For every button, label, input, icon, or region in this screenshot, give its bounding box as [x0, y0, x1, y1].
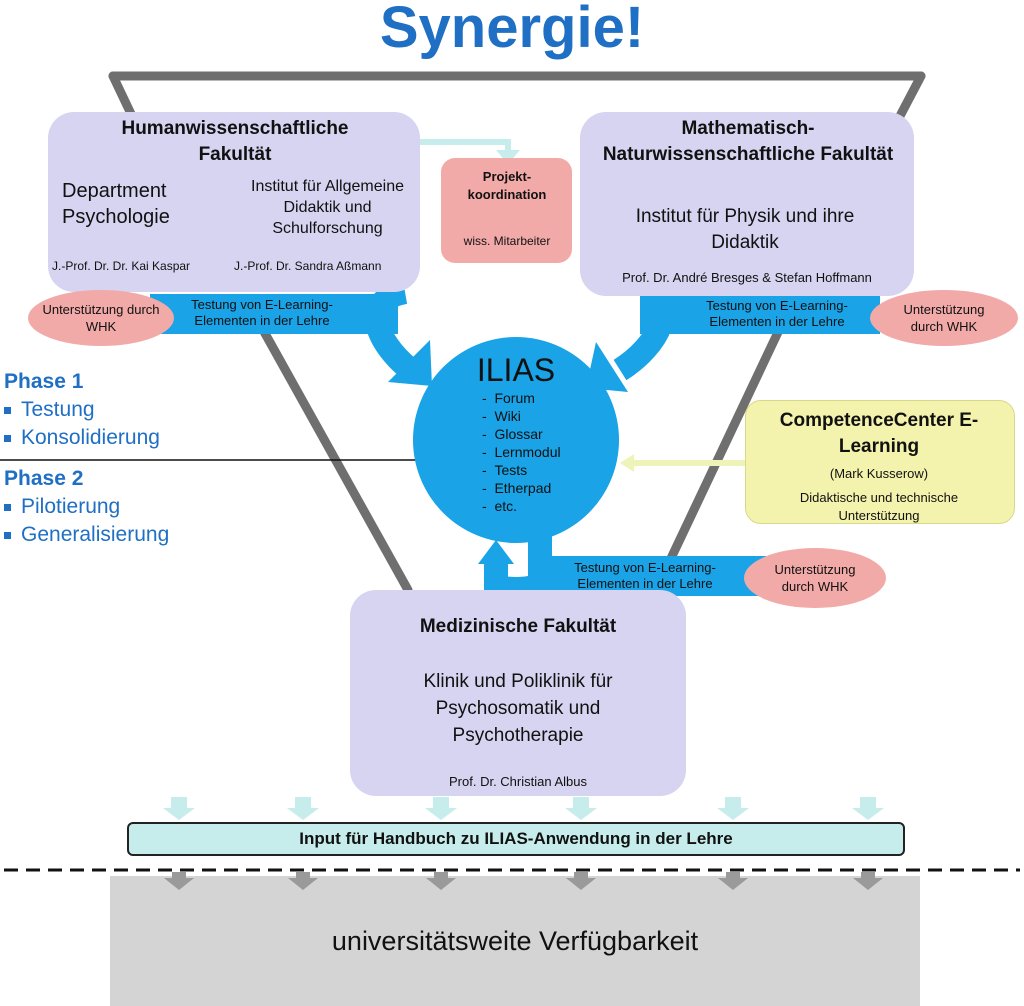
- competence-support: Didaktische und technische Unterstützung: [799, 490, 959, 523]
- left-curved-arrow: [364, 280, 417, 378]
- human-right-person: J.-Prof. Dr. Sandra Aßmann: [234, 259, 382, 273]
- competence-box: [745, 400, 1015, 524]
- input-arrows: [163, 797, 884, 820]
- availability-text: universitätsweite Verfügbarkeit: [331, 926, 699, 956]
- human-left-person: J.-Prof. Dr. Dr. Kai Kaspar: [52, 259, 191, 273]
- math-unit: Institut für Physik und ihre Didaktik: [635, 206, 855, 253]
- coordination-arrow-head: [496, 150, 520, 164]
- right-testing-band: [640, 294, 880, 334]
- bottom-curved-arrow-stem: [484, 560, 508, 592]
- human-right-unit: Institut für Allgemeine Didaktik und Sch…: [251, 178, 404, 237]
- right-testing-text: Testung von E-Learning-Elementen in der …: [706, 298, 848, 329]
- human-faculty-title: Humanwissenschaftliche Fakultät: [121, 118, 349, 165]
- funnel-outline: [108, 71, 926, 595]
- list-item: Pilotierung: [4, 495, 169, 519]
- list-item: - Glossar: [482, 426, 543, 442]
- left-testing-band: [150, 294, 398, 334]
- ilias-feature-list: - Forum - Wiki - Glossar - Lernmodul - T…: [482, 389, 561, 515]
- bottom-support-ellipse: Unterstützung durch WHK: [744, 548, 886, 608]
- medizin-person: Prof. Dr. Christian Albus: [449, 774, 587, 789]
- list-item: Konsolidierung: [4, 426, 160, 450]
- projekt-title: Projekt-koordination: [467, 169, 547, 202]
- medizin-unit: Klinik und Poliklinik für Psychosomatik …: [423, 671, 613, 746]
- medizin-faculty-title: Medizinische Fakultät: [419, 616, 617, 637]
- projekt-box: [441, 158, 572, 263]
- math-person: Prof. Dr. André Bresges & Stefan Hoffman…: [622, 270, 872, 285]
- competence-title: CompetenceCenter E-Learning: [779, 410, 979, 457]
- human-faculty-box: [48, 112, 420, 292]
- ilias-circle: [413, 337, 619, 543]
- bottom-curved-arrow-head: [478, 540, 514, 564]
- availability-arrows: [164, 872, 883, 890]
- competence-person: (Mark Kusserow): [829, 466, 929, 481]
- list-item: - Forum: [482, 390, 535, 406]
- human-left-unit: Department Psychologie: [62, 180, 170, 228]
- competence-arrow-shaft: [632, 460, 746, 466]
- bottom-testing-band: [540, 556, 770, 596]
- phase-2: Phase 2 Pilotierung Generalisierung: [4, 467, 169, 547]
- projekt-staff: wiss. Mitarbeiter: [463, 234, 551, 248]
- medizin-faculty-box: [350, 590, 686, 796]
- competence-arrow-head: [620, 454, 634, 472]
- list-item: Generalisierung: [4, 523, 169, 547]
- left-support-ellipse: Unterstützung durch WHK: [28, 290, 174, 346]
- input-bar: Input für Handbuch zu ILIAS-Anwendung in…: [127, 822, 905, 856]
- coordination-arrow: [418, 139, 511, 152]
- bottom-testing-text: Testung von E-Learning-Elementen in der …: [574, 560, 716, 591]
- ilias-title: ILIAS: [476, 352, 556, 388]
- list-item: - Tests: [482, 462, 528, 478]
- list-item: - Lernmodul: [482, 444, 561, 460]
- phase-1: Phase 1 Testung Konsolidierung: [4, 370, 160, 450]
- right-curved-arrow: [613, 288, 674, 381]
- right-support-ellipse: Unterstützung durch WHK: [870, 290, 1018, 346]
- math-faculty-box: [580, 112, 914, 296]
- list-item: - etc.: [482, 498, 518, 514]
- phase-2-title: Phase 2: [4, 467, 84, 490]
- phase-1-title: Phase 1: [4, 370, 84, 393]
- left-testing-text: Testung von E-Learning-Elementen in der …: [191, 297, 333, 328]
- list-item: Testung: [4, 398, 160, 422]
- availability-box: [110, 876, 920, 1006]
- math-faculty-title: Mathematisch-Naturwissenschaftliche Faku…: [602, 118, 894, 165]
- list-item: - Wiki: [482, 408, 521, 424]
- list-item: - Etherpad: [482, 480, 552, 496]
- left-curved-arrow-head: [388, 340, 432, 386]
- page-title: Synergie!: [379, 0, 645, 60]
